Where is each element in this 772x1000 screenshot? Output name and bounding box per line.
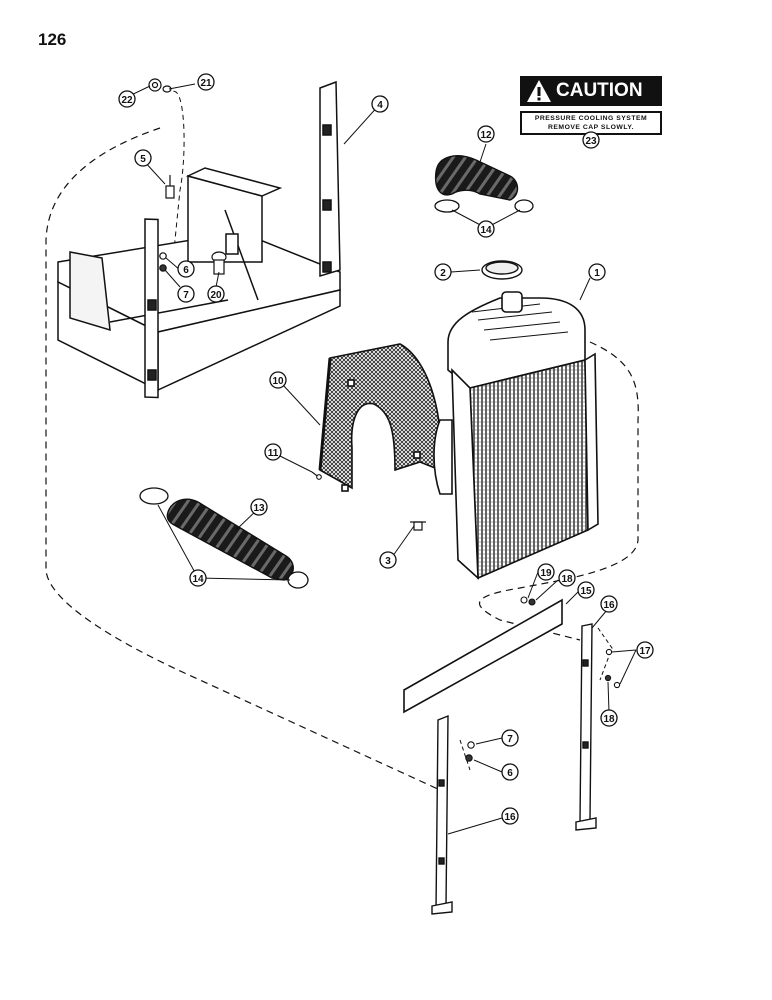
hose-clamps-lower <box>139 487 309 589</box>
callout-13: 13 <box>253 503 265 514</box>
baffle-plate <box>403 598 563 714</box>
mounting-frame <box>57 80 341 399</box>
lower-hose <box>166 498 294 581</box>
callout-14-lower: 14 <box>192 574 204 585</box>
callout-1: 1 <box>594 268 600 279</box>
radiator-dashed-line <box>479 341 639 641</box>
stud-bolt <box>165 175 175 199</box>
page-number: 126 <box>38 30 67 49</box>
callout-19: 19 <box>540 568 552 579</box>
assembly-dashed-line <box>45 127 441 791</box>
fan-shroud <box>318 343 442 492</box>
support-strap-right <box>575 623 597 831</box>
callout-6-upper: 6 <box>183 265 189 276</box>
washer-nut-top <box>148 78 172 93</box>
caution-line-2: REMOVE CAP SLOWLY. <box>547 124 635 131</box>
strap-dashed-line <box>459 739 471 771</box>
caution-line-1: PRESSURE COOLING SYSTEM <box>534 115 648 122</box>
callout-5: 5 <box>140 154 146 165</box>
upper-hose <box>434 155 519 201</box>
callout-7-lower: 7 <box>507 734 513 745</box>
screw-11 <box>311 471 322 480</box>
hardware-lower <box>465 741 475 762</box>
hardware-right <box>520 596 621 689</box>
callout-23: 23 <box>585 136 597 147</box>
callout-21: 21 <box>200 78 212 89</box>
callout-7-upper: 7 <box>183 290 189 301</box>
callout-6-lower: 6 <box>507 768 513 779</box>
warning-triangle-icon <box>527 80 551 102</box>
callout-12: 12 <box>480 130 492 141</box>
bolt-20 <box>211 251 227 275</box>
bracket-dashed-line <box>597 627 613 681</box>
callout-18-upper: 18 <box>561 574 573 585</box>
callout-16-left: 16 <box>504 812 516 823</box>
callout-17: 17 <box>639 646 651 657</box>
callout-2: 2 <box>440 268 446 279</box>
callout-18-lower: 18 <box>603 714 615 725</box>
callout-14-upper: 14 <box>480 225 492 236</box>
leader-lines <box>126 83 637 835</box>
radiator <box>433 291 599 580</box>
callout-10: 10 <box>272 376 284 387</box>
caution-heading-bar: CAUTION <box>520 76 662 106</box>
caution-label: CAUTION PRESSURE COOLING SYSTEM REMOVE C… <box>520 76 662 150</box>
radiator-cap <box>481 260 523 280</box>
callout-15: 15 <box>580 586 592 597</box>
callout-circles <box>118 73 654 825</box>
callout-16-right: 16 <box>603 600 615 611</box>
callout-3: 3 <box>385 556 391 567</box>
bolt-dashed-line <box>164 87 185 271</box>
washer-nut-upper <box>159 252 167 272</box>
callout-20: 20 <box>210 290 222 301</box>
support-strap-left <box>431 714 453 915</box>
callout-11: 11 <box>268 448 279 459</box>
caution-heading: CAUTION <box>556 80 643 101</box>
callout-4: 4 <box>377 100 383 111</box>
callout-22: 22 <box>121 95 133 106</box>
hose-clamps-upper <box>434 199 534 213</box>
